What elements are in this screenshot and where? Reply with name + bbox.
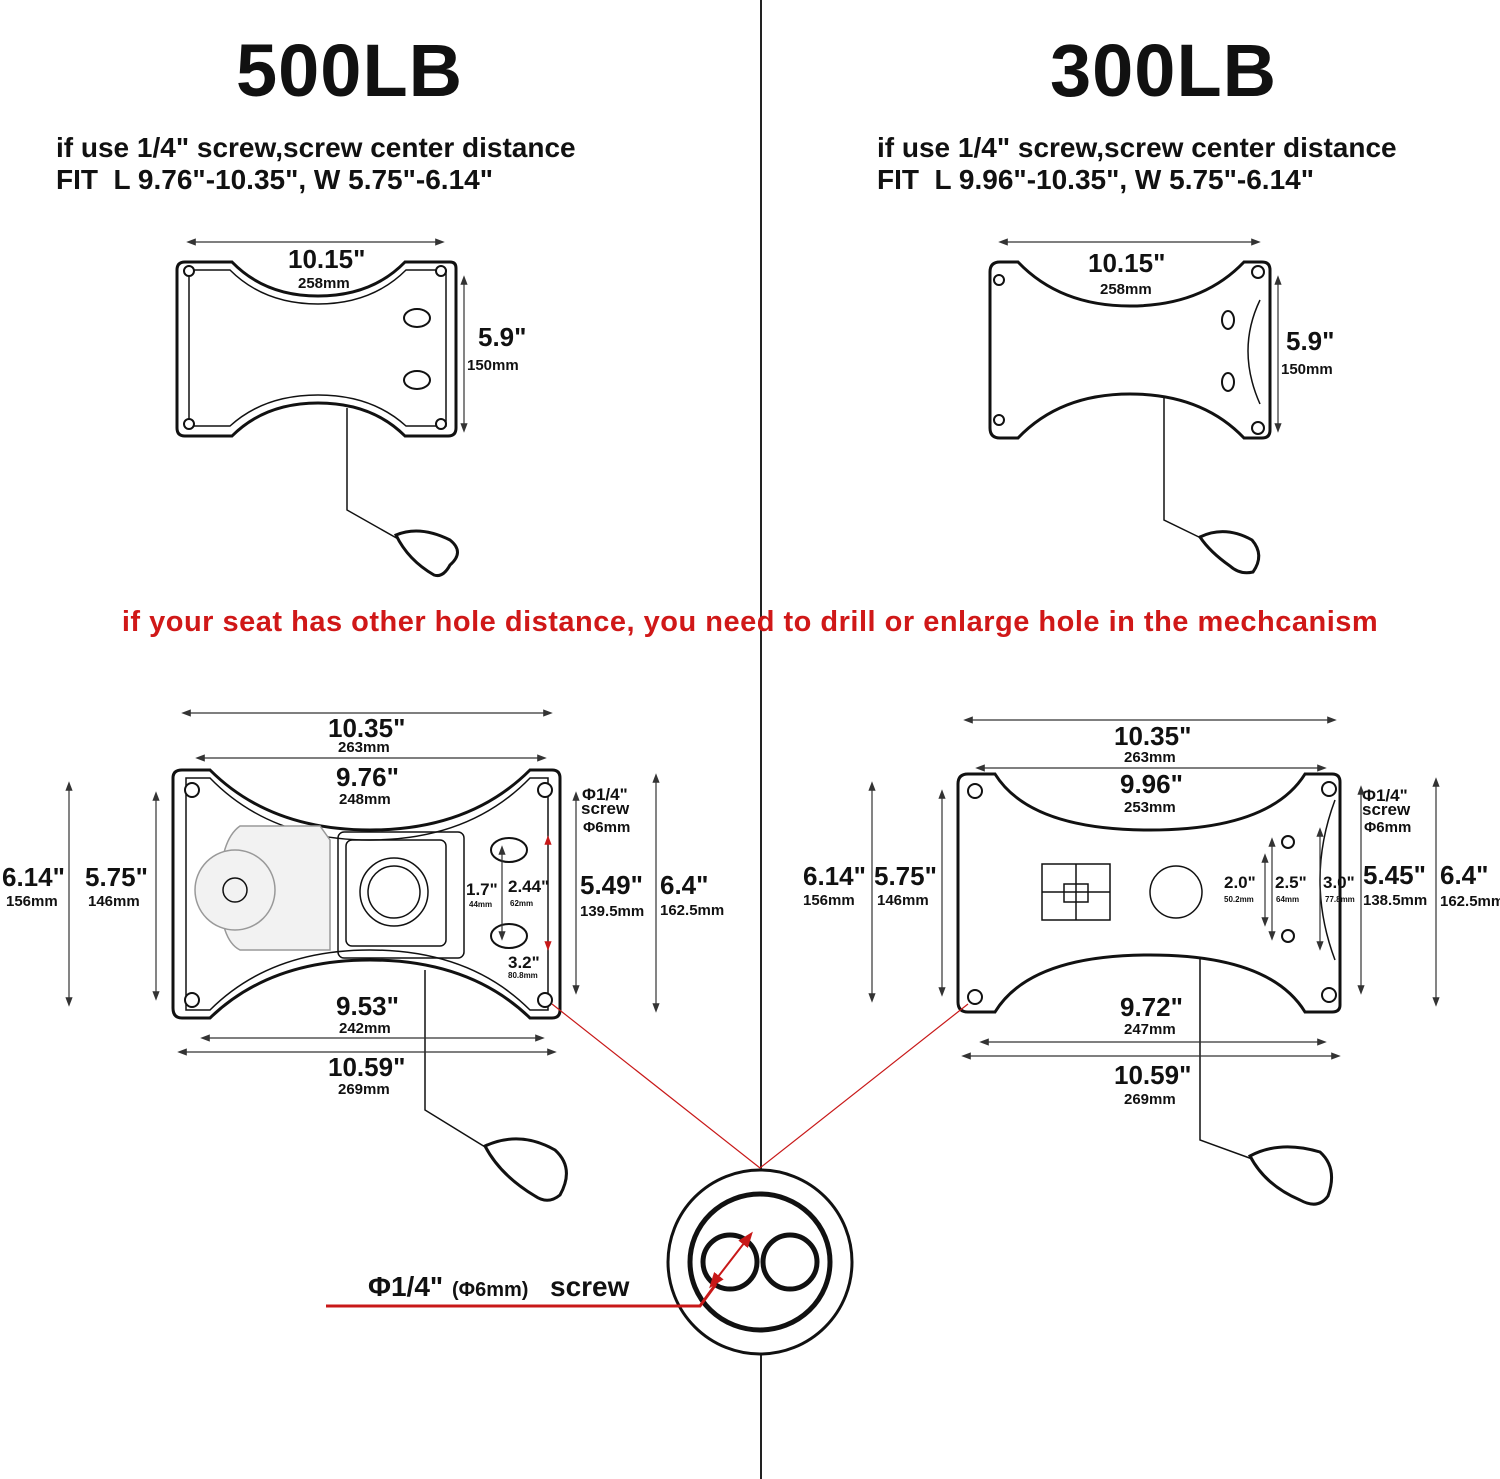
left-top-plate bbox=[175, 260, 459, 577]
callout-screw-main: Φ1/4" bbox=[368, 1271, 443, 1302]
right-slot-b-in: 2.5" bbox=[1275, 873, 1307, 892]
right-right-width2-mm: 162.5mm bbox=[1440, 893, 1500, 910]
right-hole-length-in: 9.96" bbox=[1120, 769, 1183, 799]
left-right-width2-in: 6.4" bbox=[660, 870, 708, 900]
left-overall-length-in: 10.35" bbox=[328, 713, 405, 743]
right-detail-plate bbox=[956, 772, 1342, 1206]
right-bottom-hole-length-in: 9.72" bbox=[1120, 992, 1183, 1022]
left-title: 500LB bbox=[236, 29, 464, 112]
left-detail-plate bbox=[171, 768, 568, 1202]
left-screw-mm: Φ6mm bbox=[583, 819, 630, 836]
left-overall-length-mm: 263mm bbox=[338, 739, 390, 756]
right-screw-word: screw bbox=[1362, 800, 1411, 819]
right-right-width1-mm: 138.5mm bbox=[1363, 892, 1427, 909]
left-top-width-mm: 150mm bbox=[467, 357, 519, 374]
right-bottom-length-in: 10.59" bbox=[1114, 1060, 1191, 1090]
callout-screw-word: screw bbox=[550, 1271, 630, 1302]
right-screw-label: Φ1/4" bbox=[1362, 786, 1408, 805]
left-outer-width-mm: 156mm bbox=[6, 893, 58, 910]
right-top-length-in: 10.15" bbox=[1088, 248, 1165, 278]
right-hole-length-mm: 253mm bbox=[1124, 799, 1176, 816]
right-overall-length-in: 10.35" bbox=[1114, 721, 1191, 751]
right-title: 300LB bbox=[1050, 29, 1278, 112]
left-bottom-length-in: 10.59" bbox=[328, 1052, 405, 1082]
left-bottom-length-mm: 269mm bbox=[338, 1081, 390, 1098]
left-right-width1-in: 5.49" bbox=[580, 870, 643, 900]
left-hole-length-mm: 248mm bbox=[339, 791, 391, 808]
left-top-length-in: 10.15" bbox=[288, 244, 365, 274]
left-slot-a-mm: 44mm bbox=[469, 900, 492, 909]
right-bottom-hole-length-mm: 247mm bbox=[1124, 1021, 1176, 1038]
left-screw-word: screw bbox=[581, 799, 630, 818]
right-inner-width-in: 5.75" bbox=[874, 861, 937, 891]
left-slot-c-mm: 80.8mm bbox=[508, 971, 538, 980]
center-divider bbox=[760, 0, 762, 1479]
left-right-width2-mm: 162.5mm bbox=[660, 902, 724, 919]
right-outer-width-in: 6.14" bbox=[803, 861, 866, 891]
right-slot-c-mm: 77.8mm bbox=[1325, 895, 1355, 904]
right-top-length-mm: 258mm bbox=[1100, 281, 1152, 298]
right-slot-a-mm: 50.2mm bbox=[1224, 895, 1254, 904]
callout-screw-mm: (Φ6mm) bbox=[452, 1279, 528, 1301]
right-top-width-in: 5.9" bbox=[1286, 326, 1334, 356]
right-slot-b-mm: 64mm bbox=[1276, 895, 1299, 904]
left-slot-a-in: 1.7" bbox=[466, 880, 498, 899]
right-overall-length-mm: 263mm bbox=[1124, 749, 1176, 766]
left-bottom-hole-length-mm: 242mm bbox=[339, 1020, 391, 1037]
right-slot-c-in: 3.0" bbox=[1323, 873, 1355, 892]
left-screw-label: Φ1/4" bbox=[582, 785, 628, 804]
right-screw-mm: Φ6mm bbox=[1364, 819, 1411, 836]
left-subtitle-line1: if use 1/4" screw,screw center distance bbox=[56, 132, 576, 163]
right-right-width1-in: 5.45" bbox=[1363, 860, 1426, 890]
right-right-width2-in: 6.4" bbox=[1440, 860, 1488, 890]
right-subtitle-line1: if use 1/4" screw,screw center distance bbox=[877, 132, 1397, 163]
left-top-length-mm: 258mm bbox=[298, 275, 350, 292]
right-bottom-length-mm: 269mm bbox=[1124, 1091, 1176, 1108]
right-subtitle-line2: FIT L 9.96"-10.35", W 5.75"-6.14" bbox=[877, 164, 1314, 195]
left-inner-width-in: 5.75" bbox=[85, 862, 148, 892]
left-hole-length-in: 9.76" bbox=[336, 762, 399, 792]
left-bottom-hole-length-in: 9.53" bbox=[336, 991, 399, 1021]
right-slot-a-in: 2.0" bbox=[1224, 873, 1256, 892]
right-top-width-mm: 150mm bbox=[1281, 361, 1333, 378]
left-outer-width-in: 6.14" bbox=[2, 862, 65, 892]
right-outer-width-mm: 156mm bbox=[803, 892, 855, 909]
warning-text: if your seat has other hole distance, yo… bbox=[121, 606, 1379, 638]
left-inner-width-mm: 146mm bbox=[88, 893, 140, 910]
right-inner-width-mm: 146mm bbox=[877, 892, 929, 909]
left-subtitle-line2: FIT L 9.76"-10.35", W 5.75"-6.14" bbox=[56, 164, 493, 195]
left-slot-b-in: 2.44" bbox=[508, 877, 549, 896]
left-right-width1-mm: 139.5mm bbox=[580, 903, 644, 920]
left-slot-c-in: 3.2" bbox=[508, 953, 540, 972]
left-slot-b-mm: 62mm bbox=[510, 899, 533, 908]
screw-callout bbox=[326, 1003, 969, 1356]
left-top-width-in: 5.9" bbox=[478, 322, 526, 352]
right-top-plate bbox=[988, 260, 1272, 575]
